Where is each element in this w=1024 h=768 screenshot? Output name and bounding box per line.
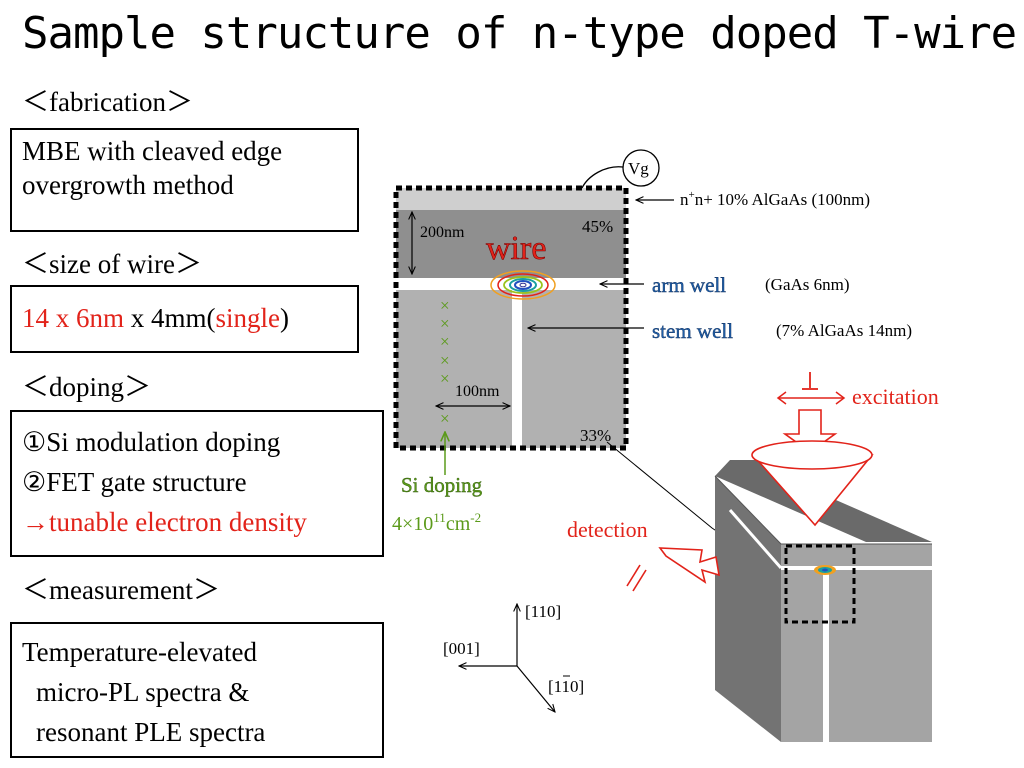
doping-line-3: →tunable electron density	[22, 507, 307, 537]
thickness-200-label: 200nm	[420, 224, 465, 241]
cross-section: 200nm 45% wire 100nm 33% ××× ×××	[393, 185, 629, 475]
measurement-line-2: micro-PL spectra &	[36, 677, 250, 707]
axis-110-label: [110]	[525, 602, 561, 621]
axis-1-10-label: [110]	[548, 677, 584, 696]
polarization-mark-2	[632, 569, 647, 592]
vg-wire	[581, 166, 624, 189]
cross-section-frame	[393, 185, 629, 451]
stem-well-layer	[512, 290, 522, 448]
excitation-label: excitation	[852, 384, 939, 409]
lower-barrier	[396, 290, 626, 448]
detection-label: detection	[567, 517, 648, 542]
axis-001-label: [001]	[443, 639, 480, 658]
doping-box: ①Si modulation doping ②FET gate structur…	[10, 410, 384, 557]
arm-well-label: arm well	[652, 273, 726, 297]
svg-text:×: ×	[440, 296, 450, 315]
detection-arrow	[658, 547, 720, 584]
vg-circle	[622, 149, 660, 187]
doping-line-2: ②FET gate structure	[22, 467, 247, 497]
cone-top	[751, 440, 873, 470]
svg-text:×: ×	[440, 409, 450, 428]
top-layer-label: n+n+ 10% AlGaAs (100nm)	[680, 189, 870, 209]
vg-label: Vg	[628, 159, 649, 178]
pct-45-label: 45%	[582, 217, 613, 236]
crystal-axes	[459, 604, 555, 712]
fabrication-line-2: overgrowth method	[22, 170, 234, 200]
si-doping-label: Si doping	[401, 473, 483, 497]
sample-cube	[714, 460, 932, 742]
upper-barrier	[396, 210, 626, 278]
width-100-label: 100nm	[455, 383, 500, 400]
page-title: Sample structure of n-type doped T-wire	[22, 8, 1017, 59]
measurement-line-1: Temperature-elevated	[22, 637, 257, 667]
top-layer	[396, 188, 626, 210]
excitation-symbol	[776, 372, 846, 405]
svg-text:×: ×	[440, 369, 450, 388]
svg-text:×: ×	[440, 351, 450, 370]
svg-text:×: ×	[440, 332, 450, 351]
doping-heading: ＜doping＞	[22, 372, 152, 402]
stem-well-spec: (7% AlGaAs 14nm)	[776, 321, 912, 340]
size-box: 14 x 6nm x 4mm(single)	[10, 285, 359, 353]
wire-single: single	[215, 303, 281, 333]
wire-contour	[490, 270, 556, 300]
top-layer-spec: n+ 10% AlGaAs (100nm)	[695, 190, 870, 209]
fabrication-line-1: MBE with cleaved edge	[22, 136, 283, 166]
stem-well-label: stem well	[652, 319, 733, 343]
doping-line-1: ①Si modulation doping	[22, 427, 281, 457]
si-density-label: 4×1011cm-2	[392, 510, 481, 535]
size-heading: ＜size of wire＞	[22, 249, 202, 279]
polarization-mark-1	[626, 564, 641, 587]
wire-dimensions: 14 x 6nm	[22, 303, 125, 333]
measurement-line-3: resonant PLE spectra	[36, 717, 266, 747]
wire-length: x 4mm(	[124, 303, 216, 333]
svg-text:×: ×	[440, 314, 450, 333]
fabrication-heading: ＜fabrication＞	[22, 87, 193, 117]
wire-label: wire	[486, 230, 546, 267]
measurement-heading: ＜measurement＞	[22, 575, 220, 605]
fabrication-box: MBE with cleaved edge overgrowth method	[10, 128, 359, 232]
arm-well-spec: (GaAs 6nm)	[765, 275, 850, 294]
wire-close: )	[280, 303, 290, 333]
measurement-box: Temperature-elevated micro-PL spectra & …	[10, 622, 384, 758]
pct-33-label: 33%	[580, 426, 611, 445]
doping-marks: ××× ×××	[440, 296, 450, 428]
